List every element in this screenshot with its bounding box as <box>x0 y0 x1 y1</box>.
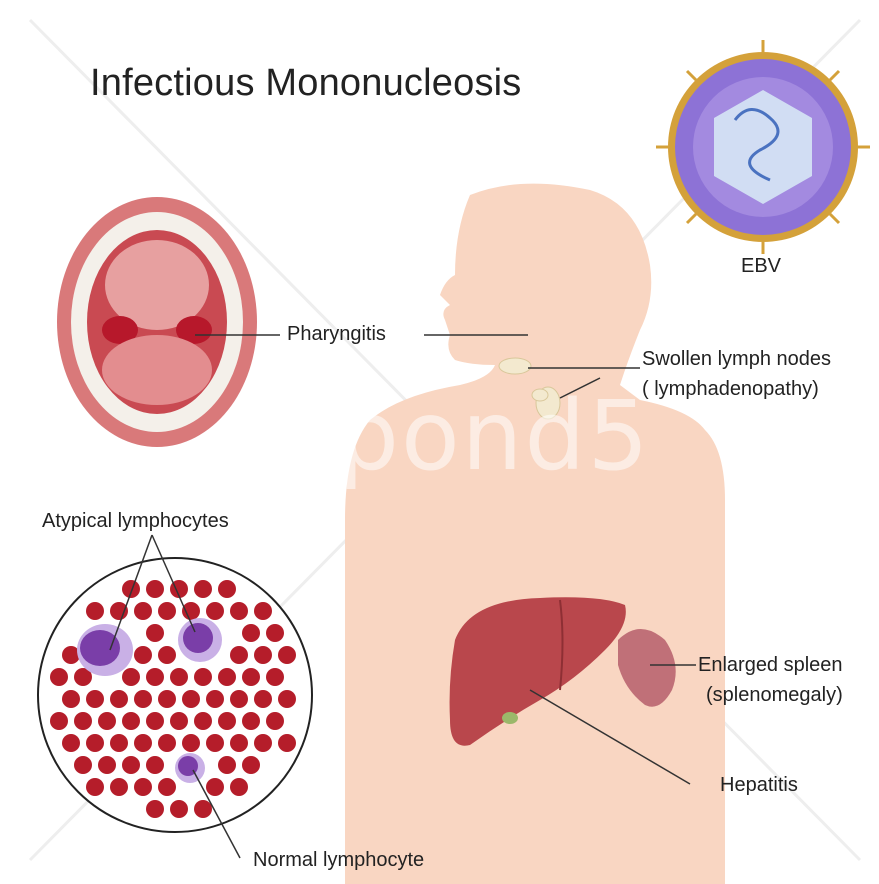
red-blood-cell <box>230 778 248 796</box>
red-blood-cell <box>170 668 188 686</box>
red-blood-cell <box>254 602 272 620</box>
red-blood-cell <box>122 712 140 730</box>
label-splenomegaly: (splenomegaly) <box>706 682 843 708</box>
red-blood-cell <box>206 734 224 752</box>
red-blood-cell <box>158 690 176 708</box>
red-blood-cell <box>134 646 152 664</box>
red-blood-cell <box>86 778 104 796</box>
red-blood-cell <box>122 756 140 774</box>
red-blood-cell <box>266 624 284 642</box>
red-blood-cell <box>254 690 272 708</box>
red-blood-cell <box>50 668 68 686</box>
red-blood-cell <box>218 668 236 686</box>
red-blood-cell <box>206 602 224 620</box>
red-blood-cell <box>74 712 92 730</box>
red-blood-cell <box>158 734 176 752</box>
label-hepatitis: Hepatitis <box>720 772 798 798</box>
red-blood-cell <box>122 580 140 598</box>
red-blood-cell <box>242 668 260 686</box>
red-blood-cell <box>206 778 224 796</box>
red-blood-cell <box>230 602 248 620</box>
red-blood-cell <box>170 712 188 730</box>
body-silhouette <box>345 184 725 884</box>
red-blood-cell <box>122 668 140 686</box>
mouth-graphic <box>57 197 257 447</box>
red-blood-cell <box>110 690 128 708</box>
red-blood-cell <box>134 734 152 752</box>
red-blood-cell <box>146 580 164 598</box>
label-ebv: EBV <box>741 253 781 279</box>
red-blood-cell <box>242 712 260 730</box>
red-blood-cell <box>134 602 152 620</box>
red-blood-cell <box>146 712 164 730</box>
red-blood-cell <box>242 624 260 642</box>
red-blood-cell <box>86 734 104 752</box>
red-blood-cell <box>50 712 68 730</box>
red-blood-cell <box>110 778 128 796</box>
red-blood-cell <box>218 580 236 598</box>
red-blood-cell <box>254 646 272 664</box>
red-blood-cell <box>218 712 236 730</box>
red-blood-cell <box>86 602 104 620</box>
red-blood-cell <box>158 602 176 620</box>
red-blood-cell <box>194 712 212 730</box>
label-swollen-lymph-nodes: Swollen lymph nodes <box>642 346 831 372</box>
red-blood-cell <box>158 778 176 796</box>
red-blood-cell <box>242 756 260 774</box>
red-blood-cell <box>98 756 116 774</box>
red-blood-cell <box>278 734 296 752</box>
red-blood-cell <box>62 734 80 752</box>
red-blood-cell <box>266 712 284 730</box>
label-pharyngitis: Pharyngitis <box>287 321 386 347</box>
label-normal-lymphocyte: Normal lymphocyte <box>253 847 424 873</box>
diagram-title: Infectious Mononucleosis <box>90 62 521 105</box>
red-blood-cell <box>230 646 248 664</box>
red-blood-cell <box>278 646 296 664</box>
red-blood-cell <box>218 756 236 774</box>
label-enlarged-spleen: Enlarged spleen <box>698 652 843 678</box>
red-blood-cell <box>182 734 200 752</box>
red-blood-cell <box>146 756 164 774</box>
red-blood-cell <box>134 690 152 708</box>
red-blood-cell <box>230 734 248 752</box>
red-blood-cell <box>146 624 164 642</box>
ebv-virus-graphic <box>656 40 870 254</box>
red-blood-cell <box>194 580 212 598</box>
red-blood-cell <box>278 690 296 708</box>
red-blood-cell <box>134 778 152 796</box>
red-blood-cell <box>146 800 164 818</box>
red-blood-cell <box>194 800 212 818</box>
red-blood-cell <box>254 734 272 752</box>
red-blood-cell <box>98 712 116 730</box>
red-blood-cell <box>146 668 164 686</box>
red-blood-cell <box>170 800 188 818</box>
label-lymphadenopathy: ( lymphadenopathy) <box>642 376 819 402</box>
red-blood-cell <box>86 690 104 708</box>
red-blood-cell <box>182 602 200 620</box>
red-blood-cell <box>194 668 212 686</box>
red-blood-cell <box>266 668 284 686</box>
red-blood-cell <box>206 690 224 708</box>
red-blood-cell <box>62 690 80 708</box>
red-blood-cell <box>74 756 92 774</box>
blood-smear-graphic <box>38 558 312 832</box>
red-blood-cell <box>110 602 128 620</box>
red-blood-cell <box>110 734 128 752</box>
red-blood-cell <box>182 690 200 708</box>
label-atypical-lymphocytes: Atypical lymphocytes <box>42 508 229 534</box>
red-blood-cell <box>230 690 248 708</box>
red-blood-cell <box>158 646 176 664</box>
pond5-watermark: pond5 <box>338 380 651 492</box>
